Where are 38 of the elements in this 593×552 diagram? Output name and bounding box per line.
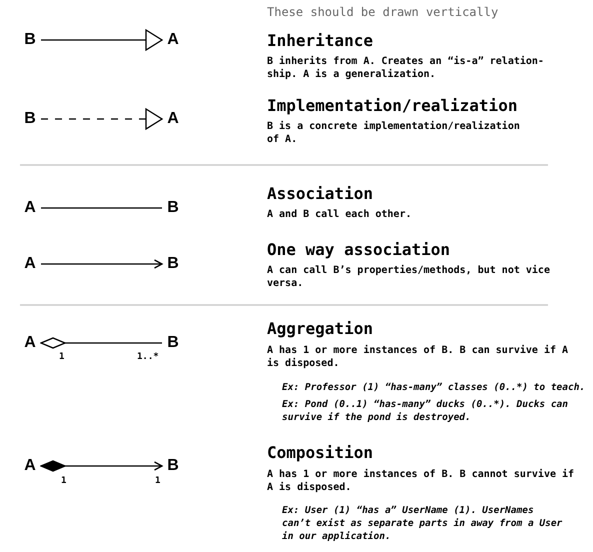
multiplicity-label: 1 <box>59 352 64 363</box>
class-label: A <box>162 109 184 129</box>
class-label: A <box>162 30 184 50</box>
class-label: A <box>19 254 41 274</box>
class-label: A <box>19 333 41 353</box>
multiplicity-label: 1 <box>155 476 160 487</box>
class-label: B <box>19 30 41 50</box>
description-text: A has 1 or more instances of B. B cannot survive if A is disposed. <box>267 468 576 494</box>
example-text: Ex: Professor (1) “has-many” classes (0..*) to teach. <box>282 381 586 394</box>
multiplicity-label: 1 <box>61 476 66 487</box>
example-text: Ex: User (1) “has a” UserName (1). UserNames can’t exist as separate parts in away from a User in our application. <box>282 504 564 543</box>
section-heading: Aggregation <box>267 319 373 339</box>
class-label: A <box>19 456 41 476</box>
description-text: A and B call each other. <box>267 208 412 221</box>
description-text: B is a concrete implementation/realization of A. <box>267 120 521 146</box>
class-label: B <box>162 333 184 353</box>
class-label: B <box>162 456 184 476</box>
class-label: B <box>162 254 184 274</box>
connector-line <box>41 207 162 209</box>
description-text: B inherits from A. Creates an “is-a” relation-ship. A is a generalization. <box>267 55 545 81</box>
arrow <box>41 259 163 269</box>
section-heading: Implementation/realization <box>267 96 518 116</box>
section-heading: One way association <box>267 240 450 260</box>
class-label: A <box>19 198 41 218</box>
example-text: Ex: Pond (0..1) “has-many” ducks (0..*). Ducks can survive if the pond is destroyed. <box>282 398 569 424</box>
diamond-line <box>40 337 162 349</box>
section-heading: Composition <box>267 443 373 463</box>
multiplicity-label: 1..* <box>137 352 159 363</box>
description-text: A has 1 or more instances of B. B can survive if A is disposed. <box>267 344 570 370</box>
section-heading: Association <box>267 184 373 204</box>
diamond-arrow <box>40 460 163 472</box>
class-label: B <box>19 109 41 129</box>
class-label: B <box>162 198 184 218</box>
description-text: A can call B’s properties/methods, but not vice versa. <box>267 264 551 290</box>
triangle-arrow <box>41 29 163 51</box>
section-heading: Inheritance <box>267 31 373 51</box>
dashed-arrow <box>41 108 163 130</box>
note-text: These should be drawn vertically <box>267 5 498 20</box>
